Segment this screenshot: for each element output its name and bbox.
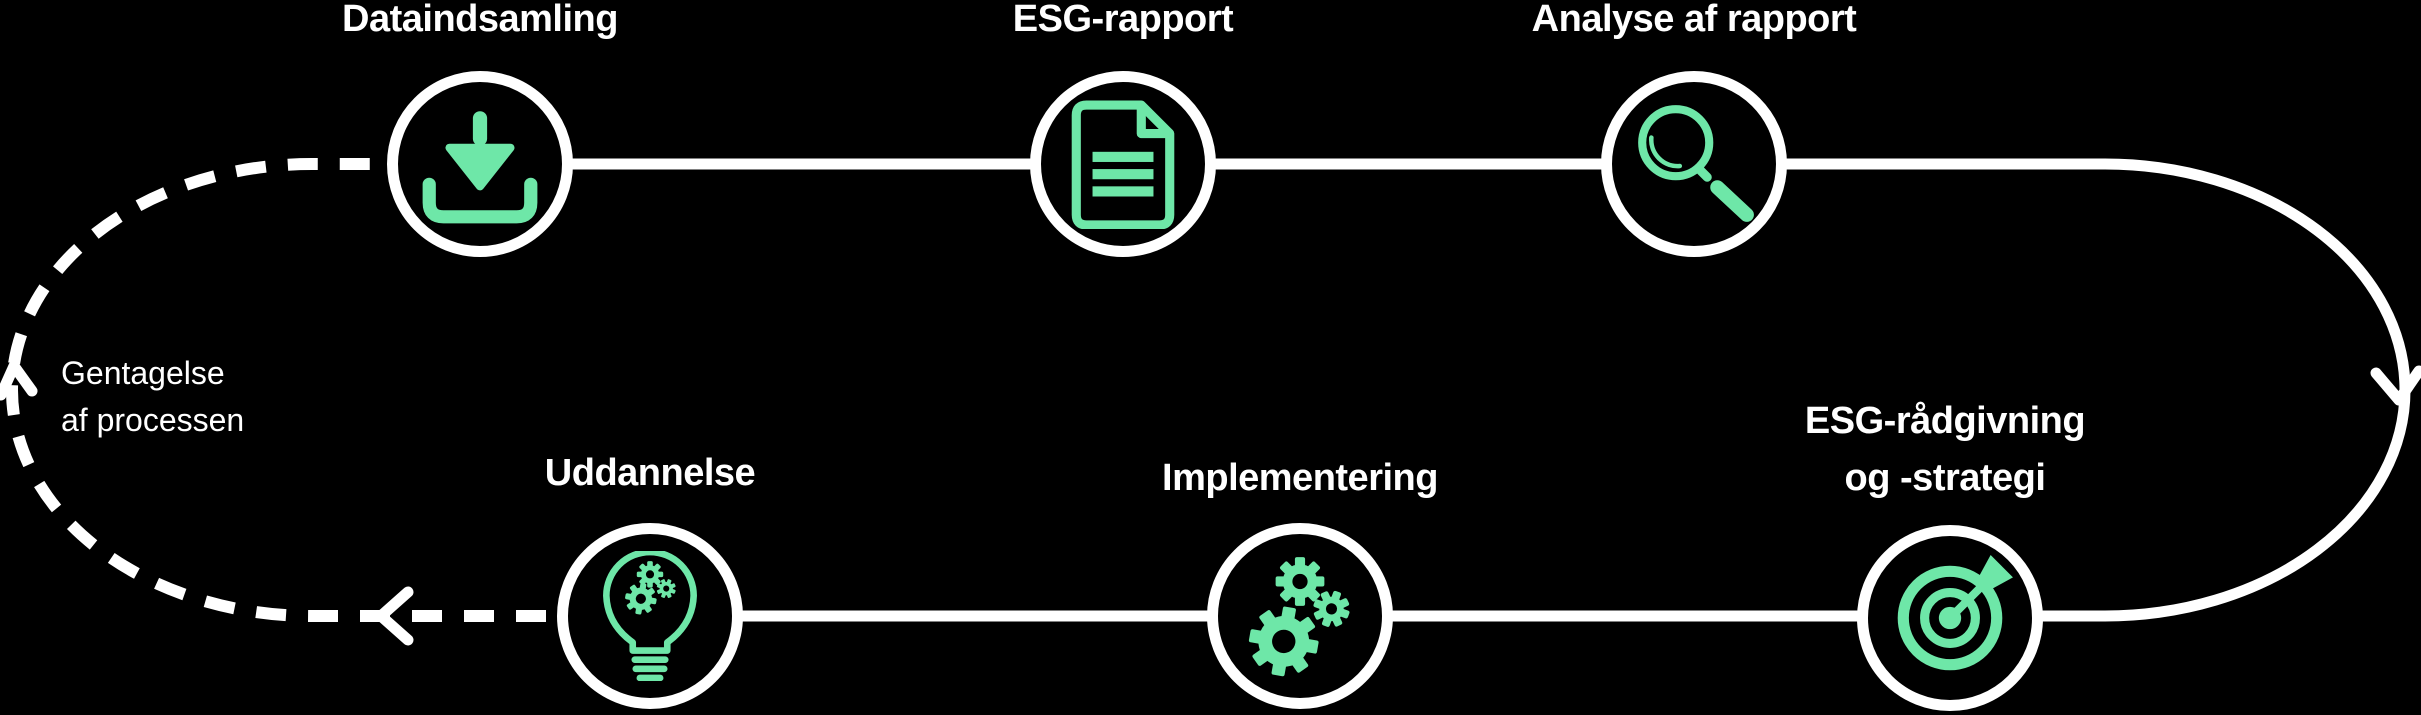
gears-icon bbox=[1248, 557, 1350, 677]
loop-label-line1: Gentagelse bbox=[61, 355, 225, 391]
step-label-implementering: Implementering bbox=[1162, 457, 1438, 499]
step-node-implementering bbox=[1207, 523, 1393, 709]
step-node-esg-rapport bbox=[1030, 71, 1216, 257]
step-label-esg-raadgivning-line1: ESG-rådgivning bbox=[1804, 400, 2086, 442]
arrow-up-icon bbox=[0, 360, 38, 401]
step-label-analyse-af-rapport: Analyse af rapport bbox=[1531, 0, 1857, 40]
arrow-down-icon bbox=[2370, 365, 2421, 406]
document-icon bbox=[1071, 100, 1175, 229]
step-node-esg-raadgivning bbox=[1857, 525, 2043, 711]
flow-line-dashed bbox=[5, 158, 650, 622]
step-node-dataindsamling bbox=[387, 71, 573, 257]
step-node-analyse-af-rapport bbox=[1601, 71, 1787, 257]
step-node-uddannelse bbox=[557, 523, 743, 709]
magnifier-icon bbox=[1638, 105, 1754, 222]
download-icon bbox=[422, 111, 538, 224]
step-label-esg-rapport: ESG-rapport bbox=[1012, 0, 1234, 40]
flow-line-solid bbox=[480, 158, 2411, 622]
step-label-esg-raadgivning-line2: og -strategi bbox=[1844, 457, 2046, 499]
target-dart-icon bbox=[1897, 555, 2013, 671]
step-label-uddannelse: Uddannelse bbox=[544, 452, 756, 494]
arrow-left-icon bbox=[375, 586, 414, 646]
step-label-dataindsamling: Dataindsamling bbox=[342, 0, 618, 40]
loop-label-line2: af processen bbox=[61, 402, 245, 438]
lightbulb-gears-icon bbox=[603, 551, 697, 681]
